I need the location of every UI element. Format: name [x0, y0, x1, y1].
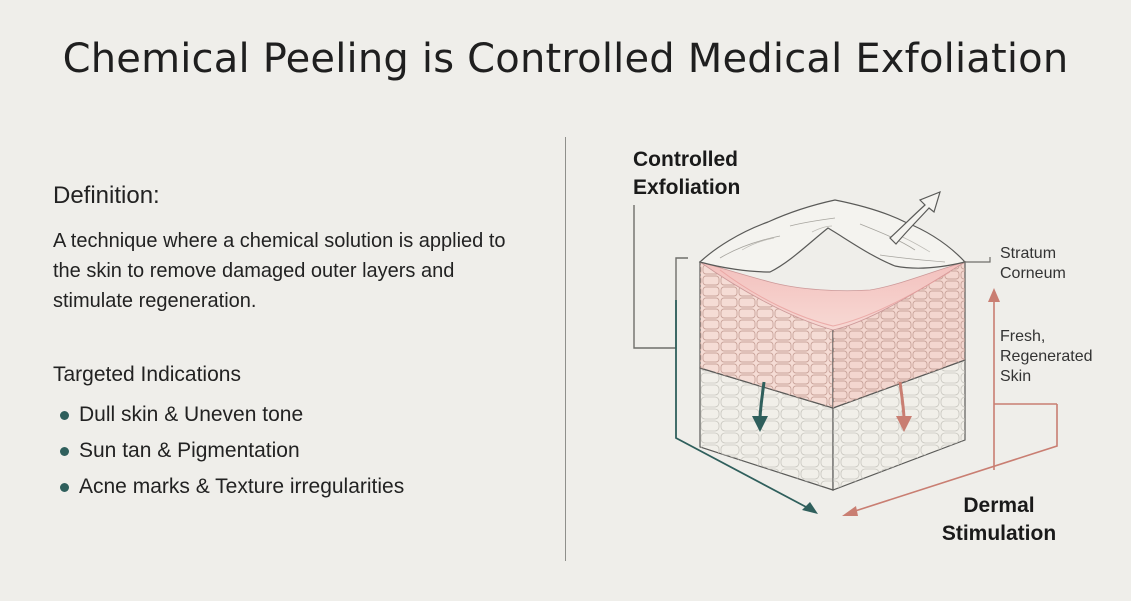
indication-label: Dull skin & Uneven tone — [79, 403, 304, 426]
list-item: Dull skin & Uneven tone — [53, 397, 523, 433]
label-line: Dermal — [963, 494, 1035, 517]
stratum-corneum-label: Stratum Corneum — [1000, 244, 1066, 284]
fresh-skin-label: Fresh, Regenerated Skin — [1000, 327, 1093, 387]
definition-heading: Definition: — [53, 182, 160, 209]
indication-label: Acne marks & Texture irregularities — [79, 475, 405, 498]
list-item: Acne marks & Texture irregularities — [53, 469, 523, 505]
stratum-leader-line — [963, 257, 991, 263]
indications-heading: Targeted Indications — [53, 363, 241, 386]
teal-flow-arrow — [675, 300, 809, 509]
label-line: Fresh, — [1000, 328, 1046, 345]
dermal-stimulation-label: Dermal Stimulation — [934, 492, 1064, 548]
label-line: Regenerated — [1000, 348, 1093, 365]
bullet-icon — [60, 482, 69, 492]
label-line: Exfoliation — [633, 176, 741, 199]
definition-text: A technique where a chemical solution is… — [53, 230, 506, 312]
bullet-icon — [60, 446, 69, 456]
indication-label: Sun tan & Pigmentation — [79, 439, 300, 462]
definition-panel: Definition: A technique where a chemical… — [53, 182, 523, 505]
label-line: Corneum — [1000, 265, 1066, 282]
list-item: Sun tan & Pigmentation — [53, 433, 523, 469]
pink-layer-top — [699, 261, 966, 331]
peel-arrow-icon — [889, 190, 941, 245]
page-title: Chemical Peeling is Controlled Medical E… — [62, 36, 1069, 82]
bullet-icon — [60, 410, 69, 420]
skin-block-illustration — [633, 190, 1058, 516]
column-divider — [565, 137, 566, 561]
dermal-stimulation-arrow — [851, 404, 1058, 513]
label-line: Skin — [1000, 368, 1032, 385]
label-line: Stimulation — [941, 522, 1057, 545]
indications-list: Dull skin & Uneven tone Sun tan & Pigmen… — [53, 397, 523, 505]
label-line: Controlled — [633, 148, 738, 171]
skin-diagram — [566, 130, 1126, 575]
exfoliation-bracket — [633, 205, 688, 349]
label-line: Stratum — [1000, 245, 1057, 262]
controlled-exfoliation-label: Controlled Exfoliation — [633, 146, 740, 202]
